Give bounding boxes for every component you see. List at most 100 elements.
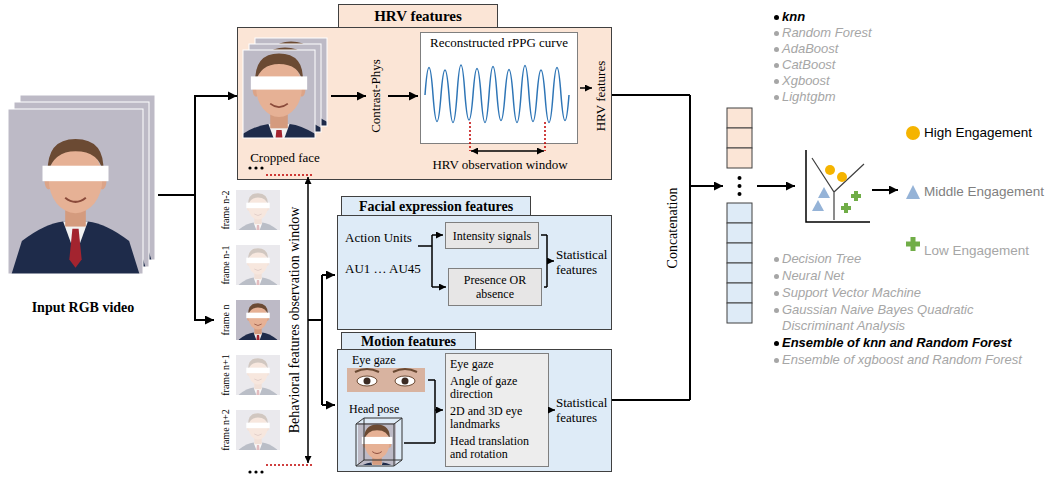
scatter-plot bbox=[757, 150, 898, 222]
panel-title: HRV features bbox=[374, 6, 462, 27]
frame-strip bbox=[232, 183, 283, 462]
frame-label: frame n-2 bbox=[220, 190, 232, 229]
label-anchor: Statistical features bbox=[556, 247, 612, 277]
frame-strip bbox=[232, 403, 283, 462]
label-anchor: Ensemble of knn and Random Forest bbox=[782, 335, 1012, 351]
eye-image bbox=[347, 368, 425, 392]
label-anchor: Eye gaze bbox=[352, 353, 396, 367]
step-label: Concatenation bbox=[664, 188, 681, 269]
classifier-item: Ensemble of xgboost and Random Forest bbox=[782, 352, 1022, 368]
classifier-item: Gaussian Naive Bayes Quadratic Discrimin… bbox=[782, 302, 997, 334]
facial-arrows bbox=[432, 286, 446, 288]
motion-arrows bbox=[435, 409, 443, 411]
panel-tab: Motion features bbox=[341, 332, 476, 350]
frame-label: frame n bbox=[220, 305, 232, 336]
classifier-item: Support Vector Machine bbox=[782, 285, 921, 301]
list-bullet bbox=[774, 308, 779, 313]
rppg-curve bbox=[471, 150, 544, 152]
list-item: Head translation and rotation bbox=[450, 435, 544, 461]
feature-vector bbox=[738, 192, 742, 196]
eye-image bbox=[395, 376, 415, 386]
image-caption: Eye gaze bbox=[352, 353, 396, 367]
frame-strip bbox=[232, 238, 283, 297]
label-anchor: Neural Net bbox=[782, 268, 844, 284]
input-frames bbox=[8, 109, 143, 274]
label-anchor: CatBoost bbox=[782, 57, 835, 73]
window-label: Behavioral features observation window bbox=[286, 207, 303, 434]
list-bullet bbox=[774, 358, 779, 363]
label-anchor: Action Units bbox=[345, 230, 412, 246]
feature-vector bbox=[727, 203, 752, 223]
label-anchor: Decision Tree bbox=[782, 251, 861, 267]
concatenation-lines bbox=[612, 95, 690, 400]
feature-label: AU1 … AU45 bbox=[345, 261, 421, 277]
label-anchor: Ensemble of xgboost and Random Forest bbox=[782, 352, 1022, 368]
scatter-plot bbox=[825, 165, 835, 175]
label-anchor: Xgboost bbox=[782, 73, 830, 89]
legend-anchor: Low Engagement bbox=[924, 242, 1029, 260]
hrv-arrows bbox=[195, 195, 214, 320]
frame-label: frame n-1 bbox=[220, 245, 232, 284]
legend-swatch bbox=[905, 125, 921, 141]
feature-vector bbox=[727, 223, 752, 243]
output-label: HRV features bbox=[593, 61, 609, 132]
feature-vector bbox=[727, 243, 752, 263]
frame-strip bbox=[232, 183, 283, 242]
panel-tab: Facial expression features bbox=[341, 196, 531, 216]
eye-image bbox=[402, 378, 409, 385]
connector-arrow bbox=[158, 96, 237, 195]
scatter-plot bbox=[872, 189, 898, 191]
output-label: Statistical features bbox=[556, 395, 612, 425]
motion-arrows bbox=[549, 409, 555, 411]
branch-arrows bbox=[308, 275, 335, 405]
process-box: Presence OR absence bbox=[448, 268, 542, 306]
method-label: Contrast-Phys bbox=[368, 59, 384, 133]
frame-strip bbox=[232, 293, 283, 352]
facial-arrows bbox=[547, 260, 554, 262]
classifier-item: Ensemble of knn and Random Forest bbox=[782, 335, 1012, 351]
frame-strip bbox=[232, 348, 283, 407]
feature-vector bbox=[727, 148, 752, 168]
classifier-item: Neural Net bbox=[782, 268, 844, 284]
facial-arrows bbox=[432, 234, 443, 236]
list-box: Eye gazeAngle of gaze direction2D and 3D… bbox=[445, 353, 549, 467]
video-caption: Input RGB video bbox=[32, 299, 135, 317]
feature-label: Action Units bbox=[345, 230, 412, 246]
concatenation-lines bbox=[612, 95, 723, 400]
eye-image bbox=[355, 369, 417, 372]
label-anchor: Head pose bbox=[349, 402, 399, 416]
box-label: Presence OR absence bbox=[452, 273, 538, 301]
frame-strip bbox=[248, 470, 251, 473]
label-anchor: knn bbox=[782, 9, 805, 25]
classifier-item: Decision Tree bbox=[782, 251, 861, 267]
feature-vector bbox=[727, 263, 752, 283]
legend-swatch bbox=[905, 184, 921, 200]
frame-strip bbox=[232, 238, 283, 297]
hrv-arrows bbox=[580, 87, 592, 89]
frame-strip bbox=[232, 183, 283, 242]
legend-label: Low Engagement bbox=[924, 242, 1029, 260]
eye-image bbox=[364, 378, 371, 385]
image-caption: Head pose bbox=[349, 402, 399, 416]
feature-vector bbox=[727, 128, 752, 148]
plot-title: Reconstructed rPPG curve bbox=[430, 35, 568, 51]
feature-vector bbox=[727, 108, 752, 128]
classifier-item: Xgboost bbox=[782, 73, 830, 89]
frame-label: frame n+2 bbox=[220, 409, 232, 450]
frame-strip bbox=[248, 166, 251, 169]
label-anchor: Random Forest bbox=[782, 25, 872, 41]
process-box: Intensity signals bbox=[445, 222, 539, 249]
classifier-item: knn bbox=[782, 9, 805, 25]
input-frames bbox=[3, 109, 147, 274]
list-bullet bbox=[774, 79, 779, 84]
scatter-plot bbox=[837, 172, 847, 182]
frame-strip bbox=[260, 166, 263, 169]
frame-label: frame n+1 bbox=[220, 354, 232, 395]
label-anchor: Statistical features bbox=[556, 395, 612, 425]
panel-title: Motion features bbox=[361, 334, 456, 349]
branch-arrows bbox=[322, 274, 335, 276]
frame-strip bbox=[260, 470, 263, 473]
label-anchor: Lightgbm bbox=[782, 89, 835, 105]
eye-image bbox=[357, 376, 377, 386]
